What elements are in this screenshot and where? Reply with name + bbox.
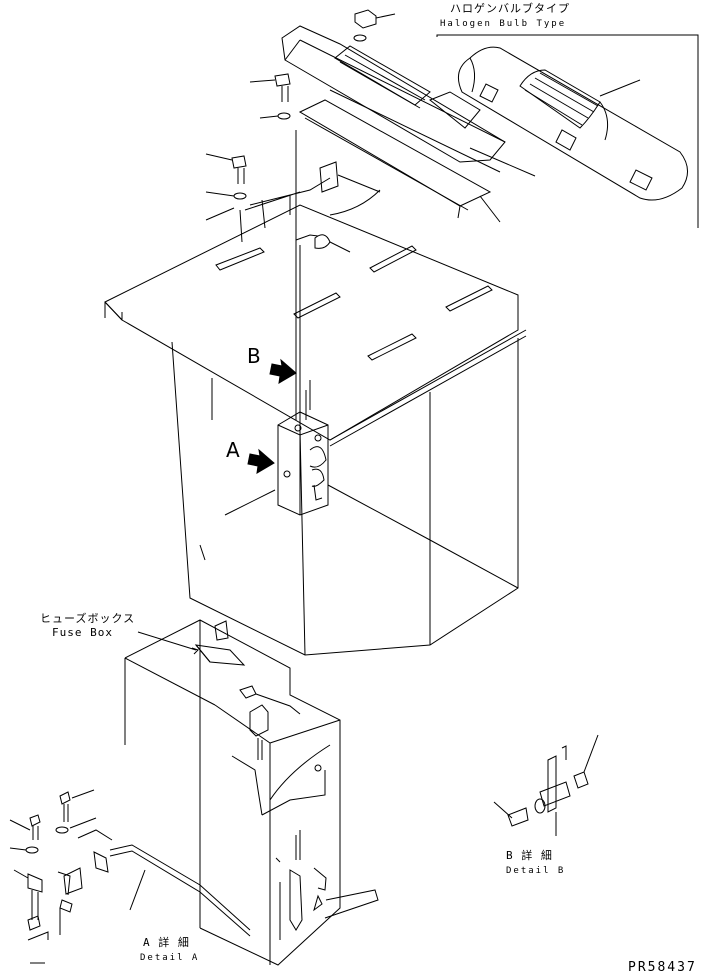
drawing-code: PR58437 (628, 960, 697, 975)
arrow-b-marker (270, 360, 296, 383)
cab-roof (105, 205, 526, 446)
halogen-type-label-en: Halogen Bulb Type (440, 19, 567, 29)
junction-box (278, 380, 328, 515)
cab-body (172, 338, 518, 655)
arrow-a-marker (248, 450, 274, 473)
detail-b-assembly (494, 735, 598, 836)
fuse-box-label-en: Fuse Box (52, 626, 113, 639)
arrow-a-label: A (226, 438, 240, 462)
detail-a-label-en: Detail A (140, 953, 200, 963)
fuse-box-label-jp: ヒューズボックス (40, 612, 136, 625)
detail-b-label-jp: B 詳 細 (506, 849, 553, 862)
detail-b-label-en: Detail B (506, 866, 566, 876)
halogen-type-label-jp: ハロゲンバルブタイプ (450, 2, 570, 15)
detail-a-label-jp: A 詳 細 (143, 936, 190, 949)
beacon-lamp-assembly (206, 10, 535, 420)
halogen-inset (437, 35, 698, 228)
arrow-b-label: B (247, 344, 261, 368)
detail-a-assembly (10, 620, 378, 965)
